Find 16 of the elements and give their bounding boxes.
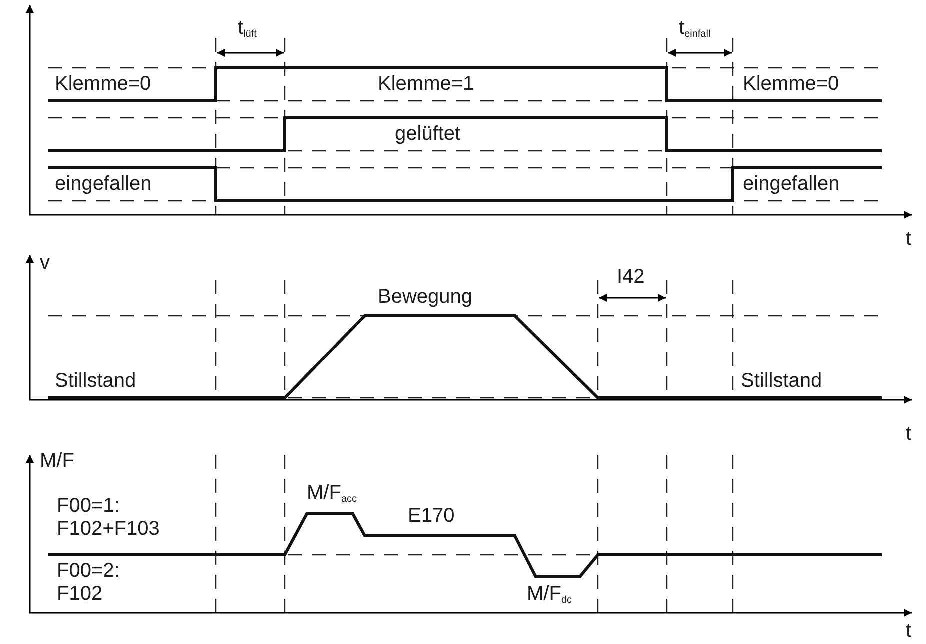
state-label: Bewegung [378, 286, 473, 309]
axis-label: t [906, 620, 912, 643]
curve-label: M/F$_{acc}$ [307, 482, 357, 507]
time-label: t$_{einfall}$ [679, 17, 711, 42]
axis-label: v [40, 252, 50, 275]
parameter-note: F00=1: F102+F103 [57, 495, 161, 541]
parameter-note: F00=2: F102 [57, 560, 121, 606]
axis-label: t [906, 423, 912, 446]
time-label: t$_{lüft}$ [238, 17, 257, 42]
axis-label: M/F [40, 450, 74, 473]
axis-label: t [906, 228, 912, 251]
curve-label: M/F$_{dc}$ [527, 583, 572, 608]
state-label: gelüftet [395, 123, 461, 146]
parameter-label: I42 [617, 266, 645, 289]
state-label: eingefallen [55, 173, 152, 196]
state-label: eingefallen [743, 173, 840, 196]
